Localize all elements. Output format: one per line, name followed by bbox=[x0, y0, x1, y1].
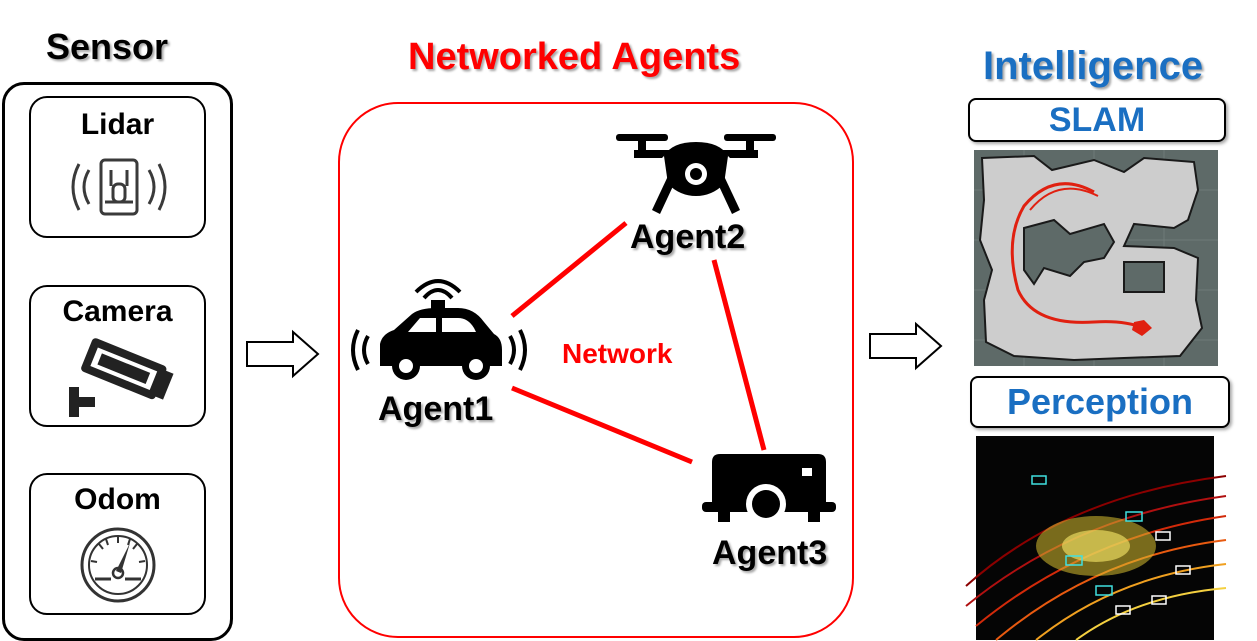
camera-label: Camera bbox=[62, 295, 173, 328]
autonomous-car-icon bbox=[351, 279, 527, 380]
agent1-label: Agent1 bbox=[378, 390, 494, 428]
slam-box: SLAM bbox=[968, 98, 1226, 142]
perception-box: Perception bbox=[970, 376, 1230, 428]
odom-card: Odom bbox=[29, 473, 206, 615]
link-agent2-agent3 bbox=[711, 259, 767, 451]
link-agent1-agent3 bbox=[511, 385, 693, 465]
drone-icon bbox=[616, 134, 776, 214]
networked-agents-panel bbox=[338, 102, 854, 638]
slam-map-image bbox=[974, 150, 1218, 366]
perception-pointcloud-image bbox=[965, 436, 1227, 641]
security-camera-icon bbox=[69, 338, 174, 417]
agent2-label: Agent2 bbox=[630, 218, 746, 256]
sensor-panel: Lidar Camera Odom bbox=[2, 82, 233, 641]
lidar-icon bbox=[71, 158, 167, 216]
lidar-card: Lidar bbox=[29, 96, 206, 238]
networked-agents-title: Networked Agents bbox=[408, 36, 741, 78]
sensor-to-agents-arrow bbox=[246, 329, 320, 379]
ground-robot-icon bbox=[702, 454, 836, 524]
sensor-section-title: Sensor bbox=[46, 26, 169, 67]
odom-label: Odom bbox=[74, 483, 161, 516]
lidar-label: Lidar bbox=[80, 108, 155, 141]
intelligence-title: Intelligence bbox=[983, 44, 1204, 88]
speedometer-icon bbox=[80, 527, 156, 603]
agents-to-intelligence-arrow bbox=[869, 321, 943, 371]
agent3-label: Agent3 bbox=[712, 534, 828, 572]
link-agent1-agent2 bbox=[510, 221, 628, 318]
network-label: Network bbox=[562, 338, 673, 369]
camera-card: Camera bbox=[29, 285, 206, 427]
